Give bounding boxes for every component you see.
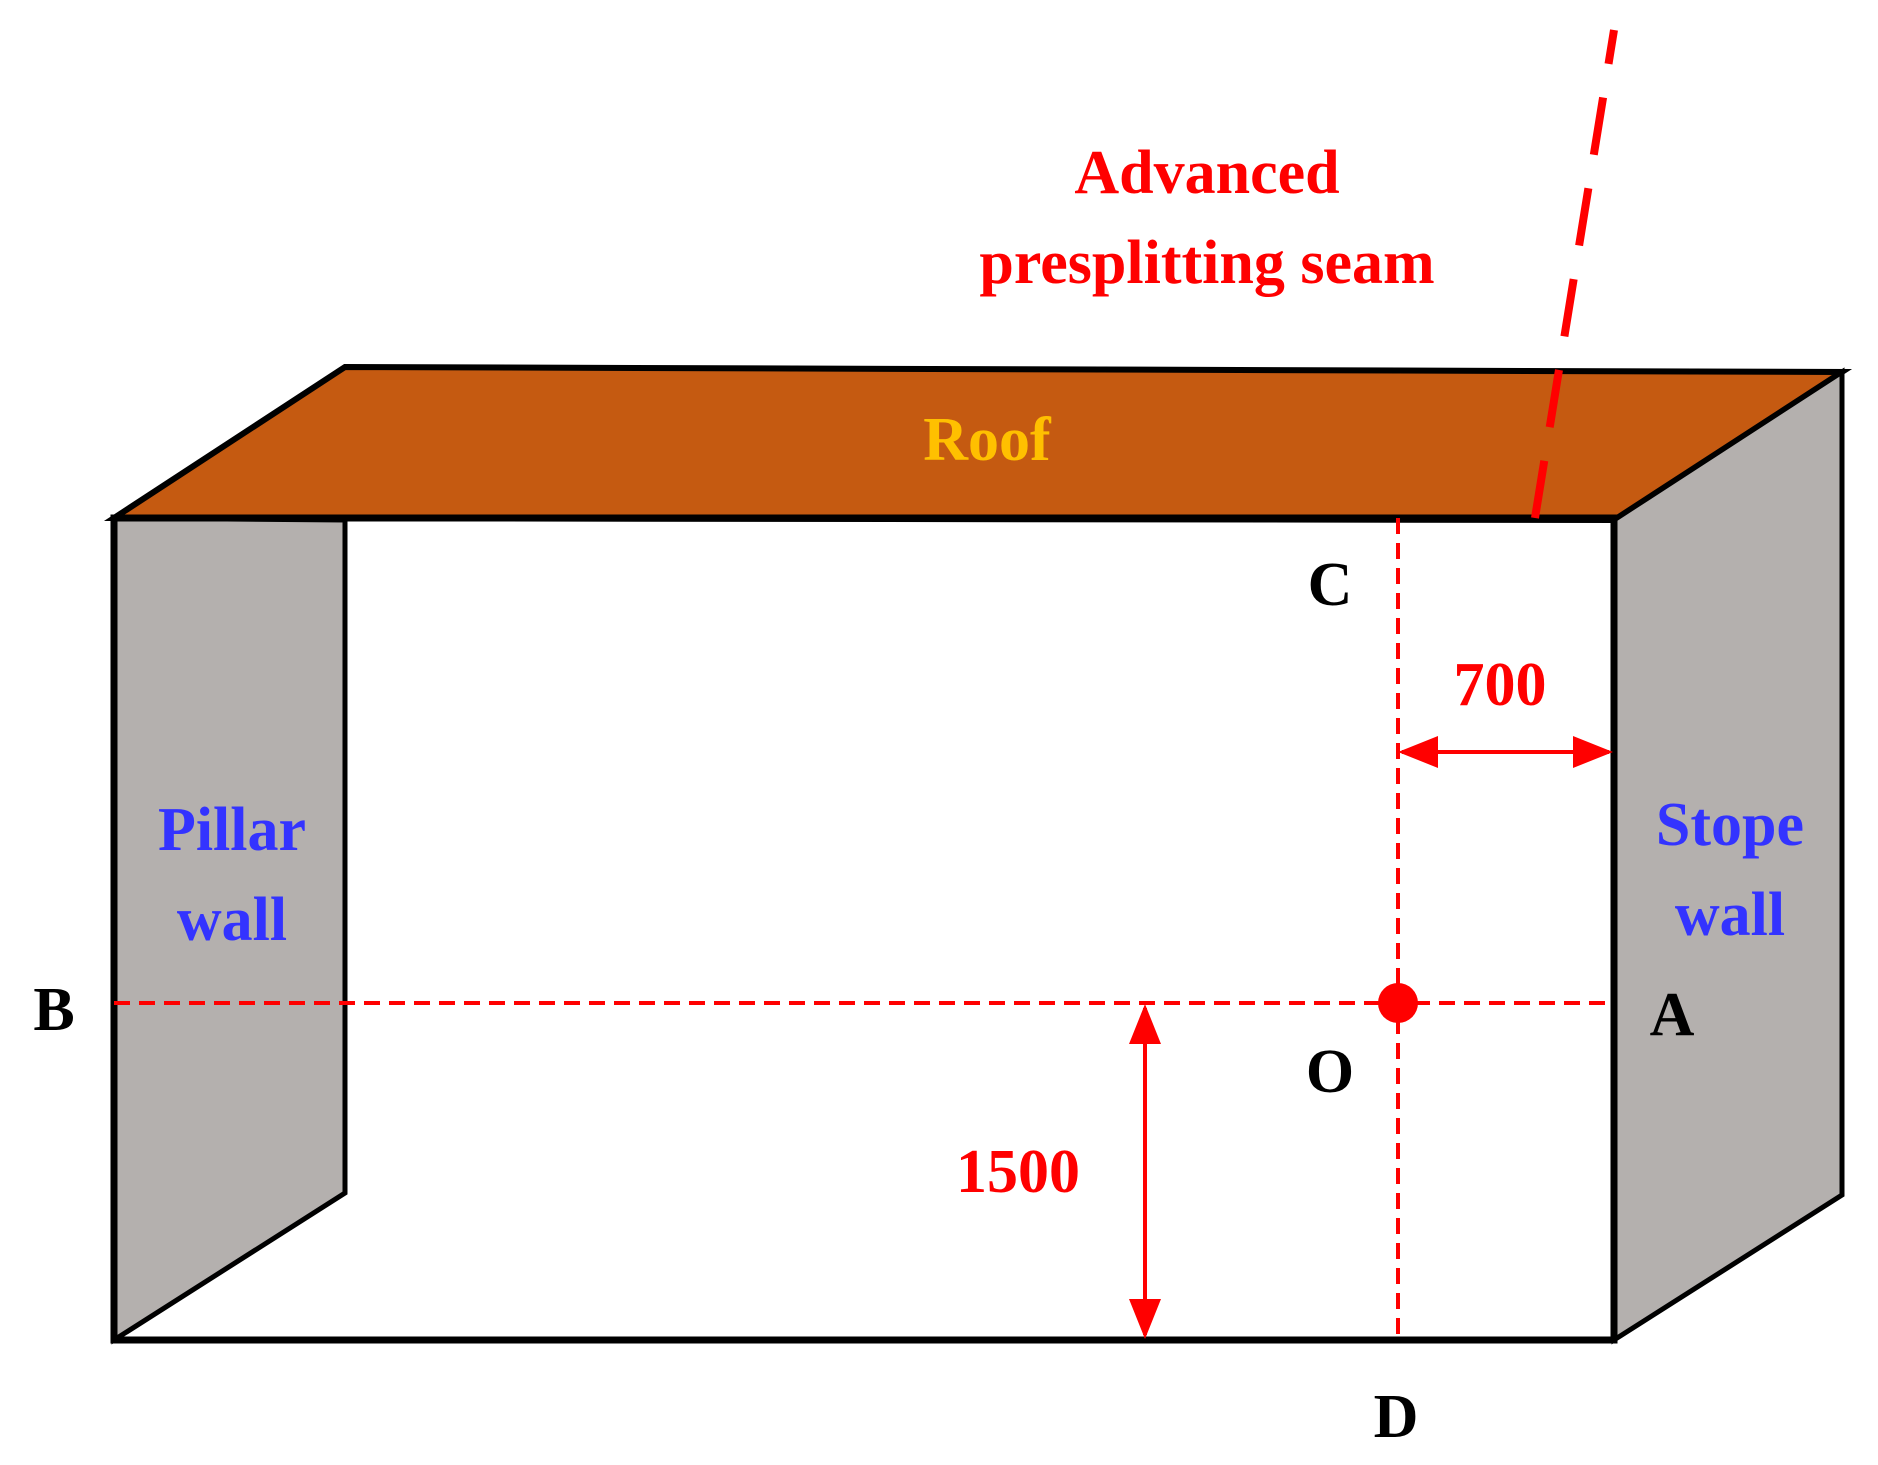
pillar-wall-label-line1: Pillar [158, 796, 306, 864]
seam-label-line1: Advanced [1074, 139, 1339, 207]
presplitting-seam-line [1531, 29, 1618, 519]
red-dot-icon [1378, 983, 1418, 1023]
point-d-label: D [1374, 1383, 1419, 1451]
point-o-label: O [1306, 1038, 1354, 1106]
seam-label-line2: presplitting seam [979, 229, 1434, 297]
point-a-label: A [1650, 981, 1695, 1049]
roadway-cross-section [110, 514, 1618, 1344]
roof-label: Roof [923, 406, 1052, 474]
point-c-label: C [1308, 551, 1353, 619]
stope-wall-label-line1: Stope [1656, 791, 1804, 859]
pillar-wall-label-line2: wall [177, 886, 287, 954]
dimension-700-label: 700 [1454, 651, 1547, 719]
point-b-label: B [33, 976, 74, 1044]
stope-wall-label-line2: wall [1675, 881, 1785, 949]
dimension-1500-label: 1500 [956, 1138, 1080, 1206]
